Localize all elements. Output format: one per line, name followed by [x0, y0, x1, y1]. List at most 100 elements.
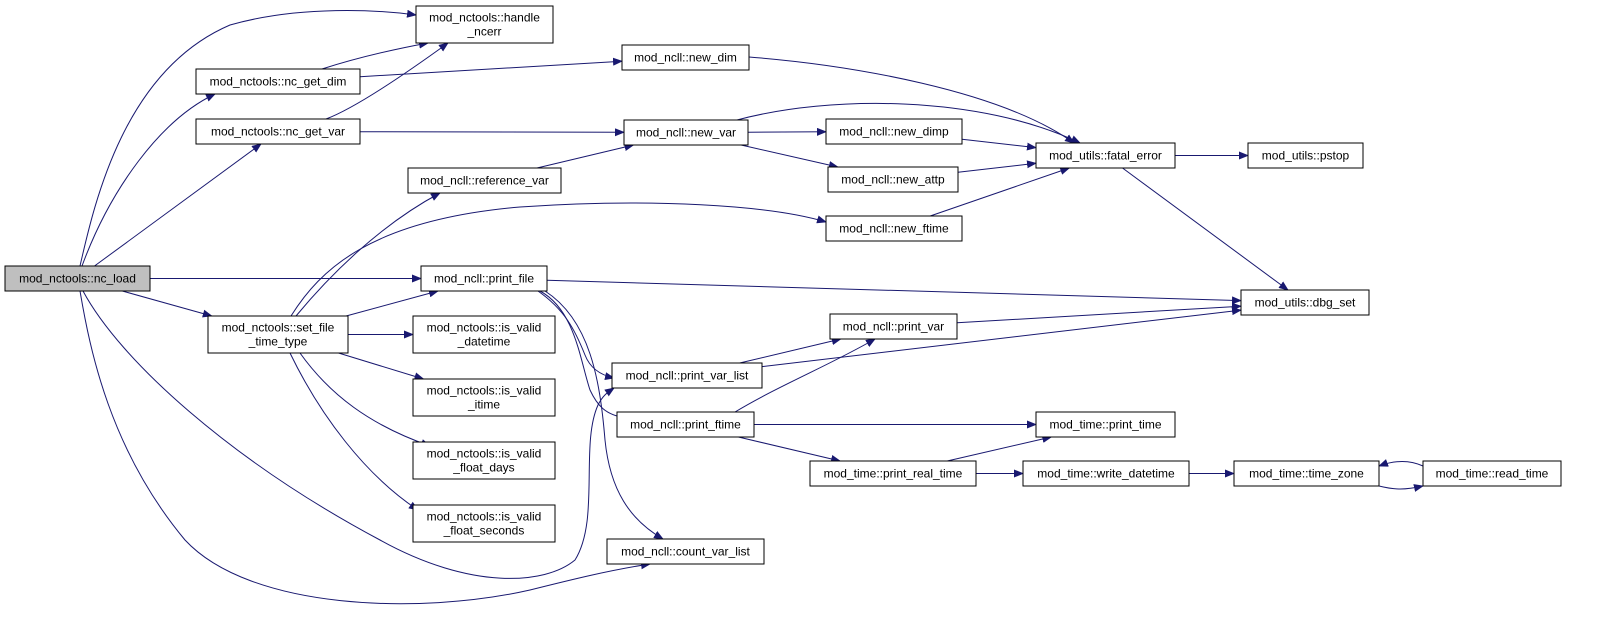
edge-nc-load-to-count-var-list — [79, 290, 651, 605]
node-label: _ncerr — [466, 25, 501, 39]
node-label: mod_utils::dbg_set — [1255, 296, 1356, 310]
edge-print-file-to-dbg-set — [546, 279, 1242, 305]
node-label: mod_ncll::new_ftime — [839, 222, 949, 236]
edge-print-ftime-to-print-real-time — [738, 436, 842, 463]
node-label: mod_nctools::nc_load — [19, 272, 136, 286]
edge-nc-load-to-print-var-list — [82, 290, 615, 579]
node-print-ftime[interactable]: mod_ncll::print_ftime — [616, 411, 755, 438]
edge-set-file-time-type-to-is-valid-float-days — [299, 352, 431, 447]
edge-set-file-time-type-to-is-valid-float-seconds — [289, 352, 419, 511]
node-label: mod_nctools::is_valid — [427, 384, 542, 398]
edge-nc-load-to-nc-get-var — [94, 143, 262, 267]
node-label: mod_nctools::is_valid — [427, 321, 542, 335]
node-box — [827, 166, 959, 193]
node-label: mod_ncll::print_file — [434, 272, 534, 286]
node-label: mod_nctools::is_valid — [427, 447, 542, 461]
node-label: _float_days — [452, 461, 514, 475]
node-label: mod_ncll::new_attp — [841, 173, 945, 187]
node-box — [611, 362, 763, 389]
node-new-attp[interactable]: mod_ncll::new_attp — [827, 166, 959, 193]
node-print-time[interactable]: mod_time::print_time — [1035, 411, 1176, 438]
node-label: mod_nctools::is_valid — [427, 510, 542, 524]
node-pstop[interactable]: mod_utils::pstop — [1247, 142, 1364, 169]
node-new-dim[interactable]: mod_ncll::new_dim — [621, 44, 750, 71]
node-box — [195, 118, 361, 145]
node-box — [621, 44, 750, 71]
node-label: mod_ncll::print_ftime — [630, 418, 741, 432]
edge-reference-var-to-new-var — [536, 143, 635, 169]
nodes: mod_nctools::nc_loadmod_nctools::handle_… — [4, 5, 1562, 565]
node-box — [4, 265, 151, 292]
edge-nc-load-to-handle-ncerr — [79, 9, 417, 267]
node-label: mod_utils::pstop — [1262, 149, 1350, 163]
node-write-datetime[interactable]: mod_time::write_datetime — [1022, 460, 1190, 487]
node-print-file[interactable]: mod_ncll::print_file — [420, 265, 548, 292]
node-box — [825, 118, 963, 145]
node-label: mod_utils::fatal_error — [1049, 149, 1162, 163]
node-box — [207, 315, 349, 354]
node-nc-get-var[interactable]: mod_nctools::nc_get_var — [195, 118, 361, 145]
node-box — [412, 315, 556, 354]
edge-nc-load-to-nc-get-dim — [81, 93, 216, 267]
node-new-dimp[interactable]: mod_ncll::new_dimp — [825, 118, 963, 145]
node-read-time[interactable]: mod_time::read_time — [1422, 460, 1562, 487]
node-box — [420, 265, 548, 292]
edge-read-time-to-time-zone — [1378, 459, 1424, 467]
node-box — [1422, 460, 1562, 487]
node-handle-ncerr[interactable]: mod_nctools::handle_ncerr — [415, 5, 554, 44]
node-print-real-time[interactable]: mod_time::print_real_time — [809, 460, 977, 487]
node-box — [195, 68, 361, 95]
node-nc-get-dim[interactable]: mod_nctools::nc_get_dim — [195, 68, 361, 95]
node-print-var[interactable]: mod_ncll::print_var — [829, 313, 958, 340]
node-label: mod_time::print_time — [1049, 418, 1161, 432]
edge-print-file-to-print-ftime — [539, 290, 627, 421]
node-set-file-time-type[interactable]: mod_nctools::set_file_time_type — [207, 315, 349, 354]
edge-set-file-time-type-to-print-file — [345, 289, 439, 317]
node-label: _itime — [467, 398, 500, 412]
node-label: mod_ncll::print_var — [843, 320, 944, 334]
edge-print-file-to-count-var-list — [544, 290, 664, 540]
node-fatal-error[interactable]: mod_utils::fatal_error — [1035, 142, 1176, 169]
edge-set-file-time-type-to-is-valid-itime — [338, 352, 425, 381]
node-label: mod_nctools::set_file — [222, 321, 335, 335]
node-label: mod_nctools::nc_get_var — [211, 125, 345, 139]
node-label: mod_ncll::reference_var — [420, 174, 549, 188]
node-box — [1022, 460, 1190, 487]
edge-set-file-time-type-to-new-ftime — [290, 202, 827, 317]
node-label: _time_type — [248, 335, 308, 349]
node-new-ftime[interactable]: mod_ncll::new_ftime — [825, 215, 963, 242]
edge-nc-get-var-to-new-var — [359, 128, 625, 137]
node-time-zone[interactable]: mod_time::time_zone — [1233, 460, 1380, 487]
edge-fatal-error-to-dbg-set — [1122, 167, 1289, 291]
node-label: mod_ncll::print_var_list — [626, 369, 749, 383]
node-label: _float_seconds — [443, 524, 525, 538]
node-label: mod_nctools::handle — [429, 11, 540, 25]
edge-time-zone-to-read-time — [1378, 484, 1424, 492]
node-box — [616, 411, 755, 438]
edge-nc-get-var-to-handle-ncerr — [325, 42, 449, 120]
node-label: mod_time::read_time — [1436, 467, 1549, 481]
node-box — [1233, 460, 1380, 487]
node-box — [809, 460, 977, 487]
node-new-var[interactable]: mod_ncll::new_var — [623, 119, 749, 146]
node-box — [415, 5, 554, 44]
node-box — [1240, 289, 1370, 316]
node-box — [412, 504, 556, 543]
node-is-valid-float-seconds[interactable]: mod_nctools::is_valid_float_seconds — [412, 504, 556, 543]
edge-print-real-time-to-print-time — [947, 435, 1053, 462]
edge-new-attp-to-fatal-error — [957, 160, 1037, 173]
node-dbg-set[interactable]: mod_utils::dbg_set — [1240, 289, 1370, 316]
node-box — [407, 167, 562, 194]
node-reference-var[interactable]: mod_ncll::reference_var — [407, 167, 562, 194]
node-label: mod_time::time_zone — [1249, 467, 1364, 481]
edges — [79, 9, 1424, 605]
node-box — [1247, 142, 1364, 169]
node-label: mod_time::print_real_time — [824, 467, 963, 481]
node-is-valid-float-days[interactable]: mod_nctools::is_valid_float_days — [412, 441, 556, 480]
node-count-var-list[interactable]: mod_ncll::count_var_list — [606, 538, 765, 565]
node-nc-load[interactable]: mod_nctools::nc_load — [4, 265, 151, 292]
node-is-valid-itime[interactable]: mod_nctools::is_valid_itime — [412, 378, 556, 417]
node-print-var-list[interactable]: mod_ncll::print_var_list — [611, 362, 763, 389]
node-is-valid-datetime[interactable]: mod_nctools::is_valid_datetime — [412, 315, 556, 354]
